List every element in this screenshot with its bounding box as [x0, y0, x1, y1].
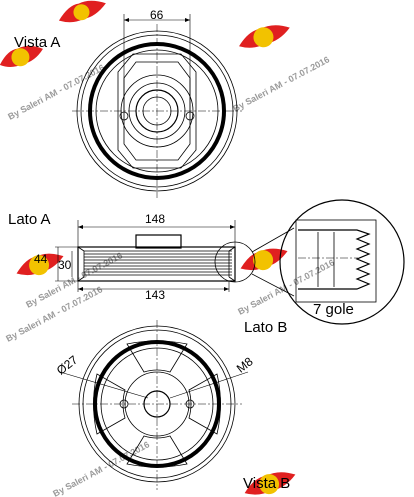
- label-vista-b: Vista B: [243, 475, 290, 492]
- label-lato-b: Lato B: [244, 319, 287, 336]
- dim-label-66: 66: [150, 8, 164, 22]
- dimension-148: [77, 220, 236, 247]
- watermark-logo-top-right: [239, 25, 290, 48]
- label-lato-a: Lato A: [8, 211, 51, 228]
- watermark-logo-bottom: [244, 472, 296, 495]
- dimension-leaders-bottom: [59, 371, 249, 399]
- label-7-gole: 7 gole: [313, 301, 354, 318]
- dim-label-44: 44: [34, 252, 48, 266]
- watermark-logo-mid-right: [240, 248, 288, 271]
- watermark-logo-top-left: [0, 45, 43, 67]
- dim-label-143: 143: [145, 288, 165, 302]
- watermark-logo-mid-left: [16, 253, 64, 276]
- side-view-pulley: [77, 234, 236, 282]
- view-a-pulley: [72, 24, 242, 198]
- dimension-143: [77, 281, 230, 292]
- watermark-logo-top-center: [58, 0, 106, 23]
- dim-label-30: 30: [58, 258, 72, 272]
- dimension-66: [123, 14, 191, 112]
- dim-label-dia-27: Ø27: [54, 352, 81, 377]
- watermark-text: By Saleri AM - 07.07.2016: [231, 54, 331, 113]
- detail-marker-circle: [214, 241, 256, 283]
- watermark-text: By Saleri AM - 07.07.2016: [51, 439, 151, 497]
- view-b-pulley: [72, 320, 242, 490]
- dimension-44-30: [55, 246, 78, 282]
- pulley-grooves: [84, 250, 232, 276]
- dim-label-m8: M8: [234, 354, 256, 375]
- label-vista-a: Vista A: [14, 34, 60, 51]
- dim-label-148: 148: [145, 212, 165, 226]
- detail-lato-b: [279, 199, 405, 325]
